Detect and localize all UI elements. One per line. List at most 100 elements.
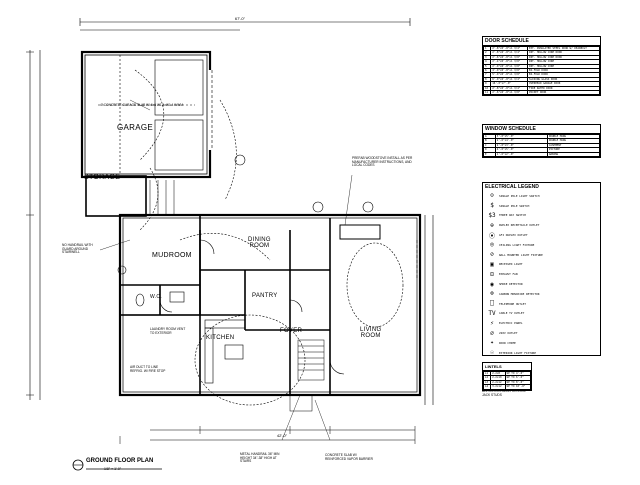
legend-label: DOOR CHIME: [499, 340, 516, 345]
window-schedule-cell: 1'-6"x2'-0": [494, 151, 548, 158]
overall-width-dim: 67'-0": [235, 16, 246, 21]
room-garage: GARAGE: [117, 123, 154, 132]
drawing-title: GROUND FLOOR PLAN: [86, 458, 154, 464]
legend-label: DUPLEX RECEPTACLE OUTLET: [499, 223, 540, 228]
legend-item: ⎕ TELEPHONE OUTLET: [485, 299, 598, 309]
door-schedule-title: DOOR SCHEDULE: [483, 37, 600, 46]
legend-symbol-icon: ⚡: [490, 319, 494, 327]
legend-symbol-icon: ⎕: [490, 300, 494, 308]
legend-item: ⌀ 220V OUTLET: [485, 328, 598, 338]
note-laundry: LAUNDRY ROOM VENT TO EXTERIOR: [150, 327, 186, 335]
legend-symbol-icon: ⦿: [488, 232, 495, 240]
legend-symbol-icon: ⊗: [490, 290, 494, 298]
lintels-cell: 3-2x12: [490, 384, 506, 390]
legend-symbol-icon: TV: [488, 309, 496, 317]
lintels-cell: UP TO 10'-0": [504, 384, 532, 390]
legend-symbol-icon: ⌀: [490, 329, 494, 337]
legend-label: SINGLE POLE LIGHT SWITCH: [499, 193, 540, 198]
window-schedule-cell: AWNING: [546, 151, 601, 158]
lintels-cell: UP TO 6'-0": [504, 375, 532, 381]
legend-symbol-icon: ✦: [490, 339, 494, 347]
legend-symbol-icon: $3: [488, 211, 496, 219]
legend-item: ◉ SMOKE DETECTOR: [485, 279, 598, 289]
overall-bottom-dim: 42'-0": [277, 433, 288, 438]
legend-label: WALL MOUNTED LIGHT FIXTURE: [499, 252, 543, 257]
lintels-cell: UP TO 8'-0": [504, 379, 532, 386]
door-schedule-cell: POCKET DOOR: [527, 90, 600, 96]
legend-symbol-icon: ⊙: [490, 192, 494, 200]
legend-item: ⊗ CARBON MONOXIDE DETECTOR: [485, 289, 598, 299]
legend-label: 220V OUTLET: [499, 331, 518, 336]
room-living: LIVING ROOM: [360, 327, 382, 339]
legend-symbol-icon: ◉: [490, 280, 494, 288]
legend-item: ⊡ EXHAUST FAN: [485, 269, 598, 279]
legend-symbol-icon: ▣: [490, 260, 494, 268]
legend-label: THREE WAY SWITCH: [499, 213, 526, 218]
window-schedule-title: WINDOW SCHEDULE: [483, 125, 600, 134]
legend-label: EXTERIOR LIGHT FIXTURE: [499, 350, 537, 355]
lintel-note: ALL LINTELS BEAR ON 2-2x4 JACK STUDS: [482, 389, 526, 397]
room-wc: W.C.: [150, 294, 163, 300]
lintel-schedule-title: LINTELS: [483, 363, 531, 371]
lintels-cell: 2-2x8: [490, 370, 506, 377]
legend-symbol-icon: ⊡: [490, 270, 494, 278]
note-garage-slab: 4" CONCRETE GARAGE SLAB W/ 6x6 W1.4xW1.4…: [100, 103, 183, 107]
room-pantry: PANTRY: [252, 293, 278, 299]
legend-symbol-icon: $: [490, 202, 494, 210]
legend-label: GFI DUPLEX OUTLET: [499, 233, 528, 238]
room-kitchen: KITCHEN: [206, 335, 235, 341]
door-schedule-cell: EXT. INSULATED STEEL DOOR W/ DEADBOLT: [527, 45, 600, 52]
legend-label: ELECTRIC PANEL: [499, 321, 523, 326]
legend-item: ⦿ GFI DUPLEX OUTLET: [485, 230, 598, 240]
note-concrete: CONCRETE SLAB W/ REINFORCED VAPOR BARRIE…: [325, 453, 373, 461]
legend-label: TELEPHONE OUTLET: [499, 301, 526, 306]
note-duct: AIR DUCT TO LINE REFRIG. W/ FIRE STOP: [130, 365, 166, 373]
room-mudroom: MUDROOM: [152, 252, 192, 259]
room-storage: STORAGE: [84, 174, 121, 181]
room-foyer: FOYER: [280, 328, 303, 334]
legend-item: ⚡ ELECTRIC PANEL: [485, 318, 598, 328]
note-metal: METAL HANDRAIL 36" MIN HEIGHT 34"-38" HI…: [240, 452, 280, 464]
legend-item: ✦ DOOR CHIME: [485, 338, 598, 348]
lintels-cell: 2-2x10: [490, 375, 506, 381]
legend-label: CARBON MONOXIDE DETECTOR: [499, 291, 540, 296]
legend-label: EXHAUST FAN: [499, 272, 518, 277]
electrical-legend-title: ELECTRICAL LEGEND: [485, 184, 539, 190]
drawing-title-block: GROUND FLOOR PLAN 1/8" = 1'-0": [74, 458, 153, 471]
legend-item: ☉ EXTERIOR LIGHT FIXTURE: [485, 348, 598, 356]
door-schedule-cell: 10: [482, 85, 492, 92]
lintels-cell: UP TO 4'-0": [504, 370, 532, 377]
lintels-cell: 2-2x12: [490, 379, 506, 386]
door-schedule-cell: 2'-6"x6'-8"x1 3/8": [490, 90, 529, 96]
window-schedule-cell: E: [483, 151, 496, 158]
electrical-legend: ELECTRICAL LEGEND ⊙ SINGLE POLE LIGHT SWI…: [482, 182, 601, 356]
legend-item: ⊘ WALL MOUNTED LIGHT FIXTURE: [485, 250, 598, 260]
legend-label: SMOKE DETECTOR: [499, 282, 523, 287]
legend-item: $SINGLE POLE SWITCH: [485, 201, 598, 211]
legend-item: ⊙ SINGLE POLE LIGHT SWITCH: [485, 191, 598, 201]
legend-label: CABLE TV OUTLET: [499, 311, 525, 316]
legend-label: CEILING LIGHT FIXTURE: [499, 242, 535, 247]
door-schedule-cell: 11: [482, 90, 492, 96]
legend-symbol-icon: ⊘: [490, 251, 494, 259]
drawing-scale: 1/8" = 1'-0": [104, 467, 122, 471]
legend-item: ⊕DUPLEX RECEPTACLE OUTLET: [485, 220, 598, 230]
legend-symbol-icon: ☉: [490, 349, 494, 356]
room-dining: DINING ROOM: [248, 237, 271, 249]
